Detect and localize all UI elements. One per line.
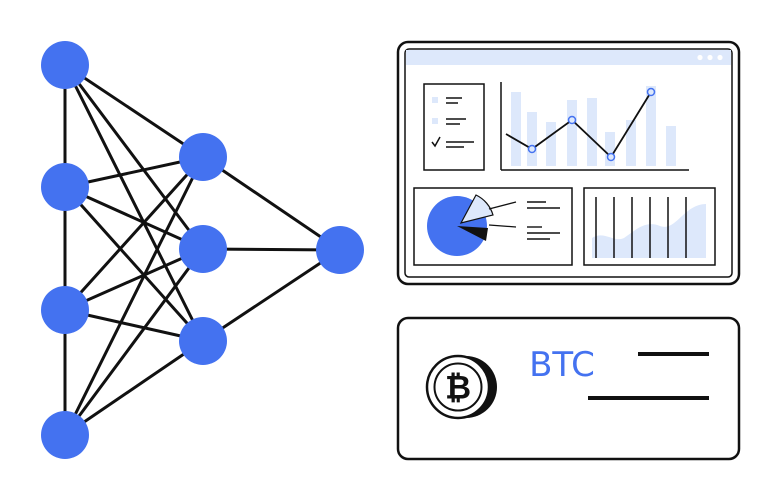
neural-network	[41, 41, 364, 459]
network-connections	[63, 63, 342, 437]
window-dot	[707, 54, 713, 61]
bar	[626, 120, 636, 166]
trend-point	[527, 144, 537, 154]
area-gridlines	[595, 197, 687, 258]
pie-chart-panel	[413, 187, 573, 266]
bar	[646, 86, 656, 166]
window-dots	[697, 54, 723, 61]
checklist-frame	[423, 83, 485, 171]
bar	[511, 92, 521, 166]
coin-face	[425, 354, 491, 420]
bitcoin-icon: ₿	[425, 354, 497, 420]
output-node	[316, 226, 364, 274]
connection-line	[63, 247, 205, 437]
btc-card: ₿ BTC	[396, 316, 741, 461]
btc-ticker-label: BTC	[529, 345, 595, 385]
network-nodes	[41, 41, 364, 459]
bar	[527, 112, 537, 166]
hidden-node	[179, 317, 227, 365]
input-node	[41, 411, 89, 459]
dashboard-window	[396, 40, 741, 286]
checklist-box	[432, 118, 438, 124]
input-node	[41, 163, 89, 211]
connection-line	[63, 155, 205, 437]
connection-line	[63, 185, 205, 251]
pie-exploded-slice	[459, 194, 494, 224]
trend-point	[646, 87, 656, 97]
window-dot	[717, 54, 723, 61]
input-node	[41, 286, 89, 334]
connection-line	[63, 63, 205, 251]
area-fill	[592, 204, 706, 258]
bitcoin-symbol: ₿	[445, 369, 471, 407]
trend-chart-panel	[500, 82, 689, 171]
hidden-node	[179, 225, 227, 273]
bar	[567, 100, 577, 166]
trend-point	[606, 152, 616, 162]
coin-inner-ring	[433, 362, 483, 412]
input-node	[41, 41, 89, 89]
window-title-bar	[406, 50, 731, 65]
connection-line	[201, 248, 342, 343]
pie-leader-line	[488, 224, 517, 228]
area-chart-panel	[583, 187, 716, 266]
bar	[666, 126, 676, 166]
trend-points	[527, 87, 656, 162]
checklist-box	[432, 97, 438, 103]
pie-dark-slice	[457, 226, 488, 241]
connection-line	[63, 155, 205, 312]
connection-line	[63, 63, 205, 159]
connection-line	[63, 63, 205, 343]
bar	[605, 132, 615, 166]
pie-leader-line	[488, 201, 517, 210]
bar-chart-bars	[511, 86, 676, 166]
trend-point	[567, 115, 577, 125]
checkmark-icon	[431, 136, 441, 148]
window-dot	[697, 54, 703, 61]
connection-line	[63, 247, 205, 312]
connection-line	[201, 155, 342, 252]
bar	[587, 98, 597, 166]
connection-line	[63, 185, 205, 343]
hidden-node	[179, 133, 227, 181]
connection-line	[63, 339, 205, 437]
checklist-panel	[423, 83, 485, 171]
bar	[546, 122, 556, 166]
